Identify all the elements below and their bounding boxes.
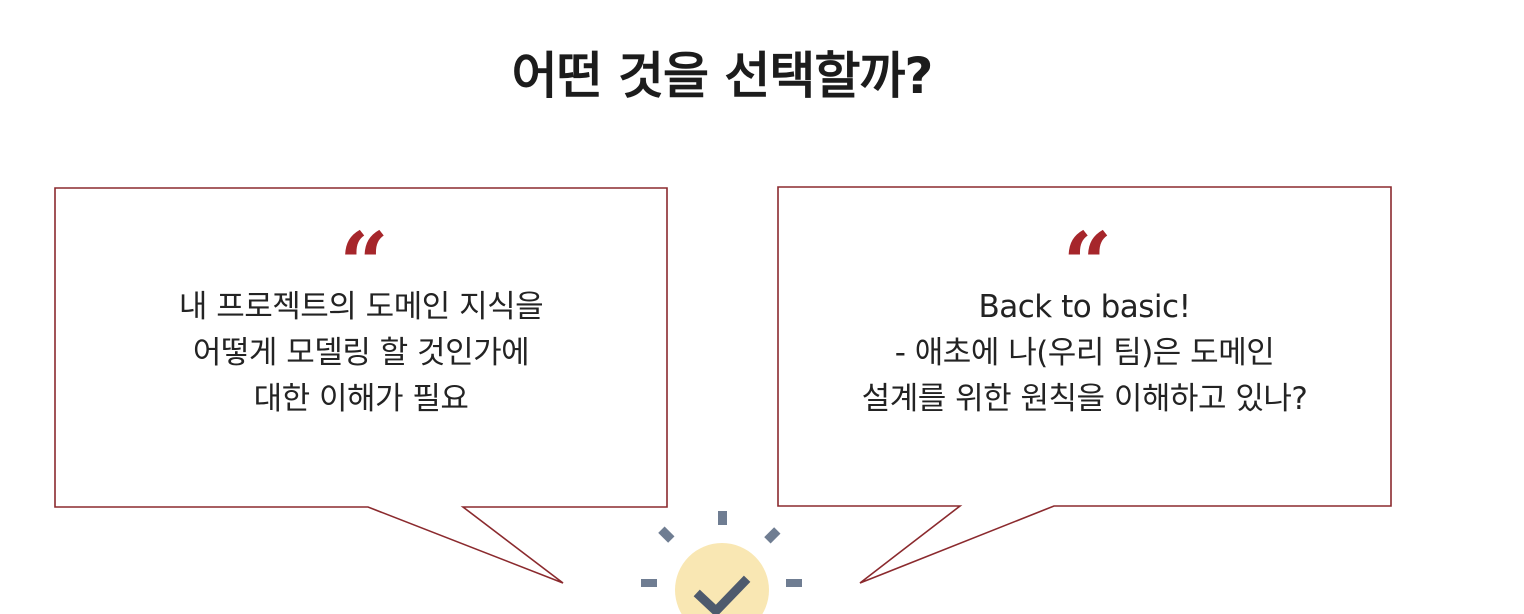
right-speech-bubble-outline [777, 186, 1392, 584]
left-speech-bubble-outline [54, 187, 668, 584]
right-bubble-line: Back to basic! [978, 289, 1192, 325]
page-title: 어떤 것을 선택할까? [511, 47, 934, 105]
right-bubble-line: 설계를 위한 원칙을 이해하고 있나? [861, 381, 1308, 417]
right-bubble-line: - 애초에 나(우리 팀)은 도메인 [894, 335, 1275, 371]
left-bubble-line: 내 프로젝트의 도메인 지식을 [178, 289, 544, 325]
left-bubble-line: 어떻게 모델링 할 것인가에 [192, 335, 530, 371]
right-bubble: “ Back to basic! - 애초에 나(우리 팀)은 도메인 설계를 … [778, 222, 1391, 422]
left-bubble-text: 내 프로젝트의 도메인 지식을 어떻게 모델링 할 것인가에 대한 이해가 필요 [55, 284, 667, 422]
quote-mark-icon: “ [339, 222, 388, 284]
left-bubble: “ 내 프로젝트의 도메인 지식을 어떻게 모델링 할 것인가에 대한 이해가 … [55, 222, 667, 422]
left-bubble-line: 대한 이해가 필요 [253, 381, 469, 417]
right-bubble-text: Back to basic! - 애초에 나(우리 팀)은 도메인 설계를 위한… [778, 284, 1391, 422]
quote-mark-icon: “ [1062, 222, 1112, 284]
